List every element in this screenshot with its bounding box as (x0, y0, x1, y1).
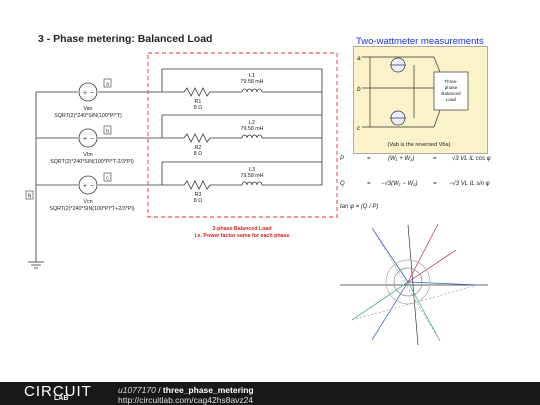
two-wattmeter-title: Two-wattmeter measurements (356, 36, 484, 47)
footer-user[interactable]: u1077170 (118, 385, 156, 395)
svg-text:~: ~ (90, 136, 94, 143)
load-note-line2: i.e. Power factor same for each phase (195, 233, 290, 239)
phasor-diagram (340, 223, 488, 346)
svg-text:=: = (433, 181, 437, 187)
inductor-l2-value: 79.58 mH (241, 126, 264, 132)
source-van-symbol (78, 82, 98, 102)
load-label-line4: Load (446, 97, 457, 102)
inductor-l1-name: L1 (249, 73, 255, 79)
resistors (183, 87, 212, 190)
source-van-expr: SQRT(2)*240*SIN(100*PI*T) (54, 113, 122, 119)
inductor-l3-name: L3 (249, 167, 255, 173)
svg-text:=: = (367, 156, 371, 162)
svg-text:+: + (83, 90, 87, 97)
load-label-line1: Three- (444, 79, 458, 84)
svg-text:~: ~ (90, 90, 94, 97)
source-vcn-name: Vcn (83, 199, 92, 205)
eq-tan: tan φ = (Q / P) (340, 204, 378, 210)
wattmeter-caption: (Vab is the reversed Vba) (387, 142, 450, 148)
node-label-b: b (106, 129, 109, 135)
svg-text:b: b (357, 86, 361, 93)
resistor-r3-name: R3 (195, 192, 202, 198)
source-vbn-symbol (78, 128, 98, 148)
node-label-n: N (28, 194, 32, 200)
load-label-line3: Balanced (441, 91, 461, 96)
eq-q-mid: −√3(W₁ − W₂) (381, 180, 417, 187)
source-vbn-name: Vbn (83, 152, 92, 158)
inductor-l2-name: L2 (249, 120, 255, 126)
source-vcn-symbol (78, 175, 98, 195)
footer-url[interactable]: http://circuitlab.com/cag42hs8avz24 (118, 395, 254, 405)
page-title: 3 - Phase metering: Balanced Load (38, 33, 213, 45)
svg-text:a: a (357, 55, 361, 62)
two-wattmeter-diagram (362, 56, 469, 128)
svg-text:~: ~ (90, 183, 94, 190)
circuit-schematic: +~ +~ +~ a b c N Van SQRT(2)*240*SIN(100… (25, 52, 491, 346)
load-label-line2: phase (445, 85, 458, 90)
load-boundary-box (147, 52, 338, 218)
svg-text:+: + (83, 136, 87, 143)
eq-p-lhs: P (340, 156, 344, 162)
inductor-l3-value: 79.58 mH (241, 173, 264, 179)
svg-text:=: = (367, 181, 371, 187)
node-label-c: c (106, 176, 109, 182)
resistor-r2-value: 8 Ω (194, 151, 202, 157)
node-label-a: a (106, 82, 109, 88)
eq-q-lhs: Q (340, 181, 345, 187)
inductor-l1-value: 79.58 mH (241, 79, 264, 85)
resistor-r2-name: R2 (195, 145, 202, 151)
eq-q-rhs: −√3 VL IL sin φ (449, 180, 490, 187)
resistor-r1-value: 8 Ω (194, 105, 202, 111)
resistor-r3-value: 8 Ω (194, 198, 202, 204)
svg-text:+: + (83, 183, 87, 190)
load-note-line1: 3-phase Balanced Load (212, 226, 271, 232)
voltage-sources (78, 82, 98, 195)
svg-text:=: = (433, 156, 437, 162)
circuitlab-logo-sub: LAB (54, 395, 69, 402)
svg-text:c: c (357, 125, 361, 132)
footer-separator: / (155, 385, 163, 395)
footer-bar (0, 382, 540, 405)
circuitlab-logo[interactable]: CIRCUIT (24, 383, 92, 400)
footer-project[interactable]: three_phase_metering (162, 385, 254, 395)
source-vbn-expr: SQRT(2)*240*SIN(100*PI*T-2/3*PI) (50, 159, 134, 165)
inductors (241, 88, 263, 186)
footer-title: u1077170 / three_phase_metering (118, 385, 254, 395)
source-van-name: Van (83, 106, 92, 112)
resistor-r1-name: R1 (195, 99, 202, 105)
eq-p-rhs: √3 VL IL cos φ (452, 155, 491, 162)
eq-p-mid: (W₁ + W₂) (388, 156, 414, 162)
source-vcn-expr: SQRT(2)*240*SIN(100*PI*T+2/3*PI) (49, 206, 134, 212)
